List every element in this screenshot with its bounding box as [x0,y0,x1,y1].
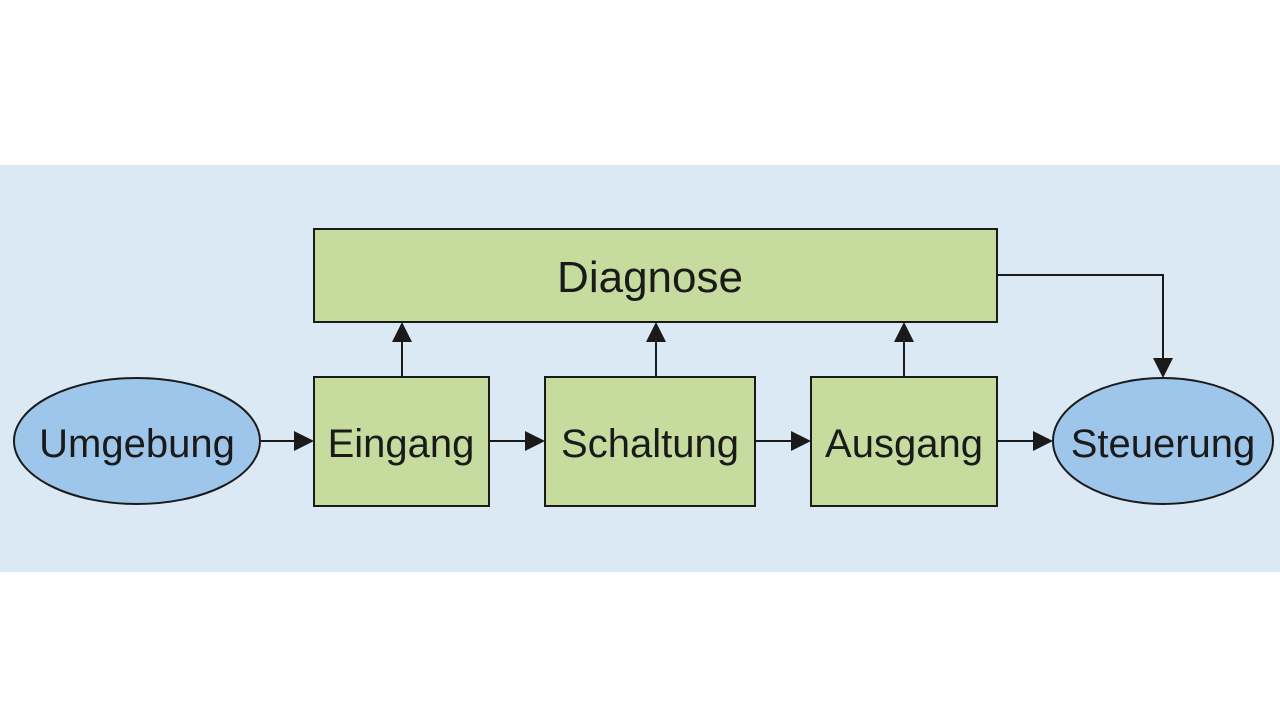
ausgang-node: Ausgang [810,376,998,507]
schaltung-node: Schaltung [544,376,756,507]
steuerung-node: Steuerung [1052,377,1274,505]
diagnose-node: Diagnose [313,228,998,323]
umgebung-label: Umgebung [39,422,235,466]
ausgang-label: Ausgang [825,422,983,466]
schaltung-label: Schaltung [561,422,739,466]
eingang-node: Eingang [313,376,490,507]
umgebung-node: Umgebung [13,377,261,505]
eingang-label: Eingang [328,422,475,466]
steuerung-label: Steuerung [1071,422,1256,466]
diagnose-label: Diagnose [557,253,743,302]
arrow-diagnose-steuerung [998,274,1173,378]
